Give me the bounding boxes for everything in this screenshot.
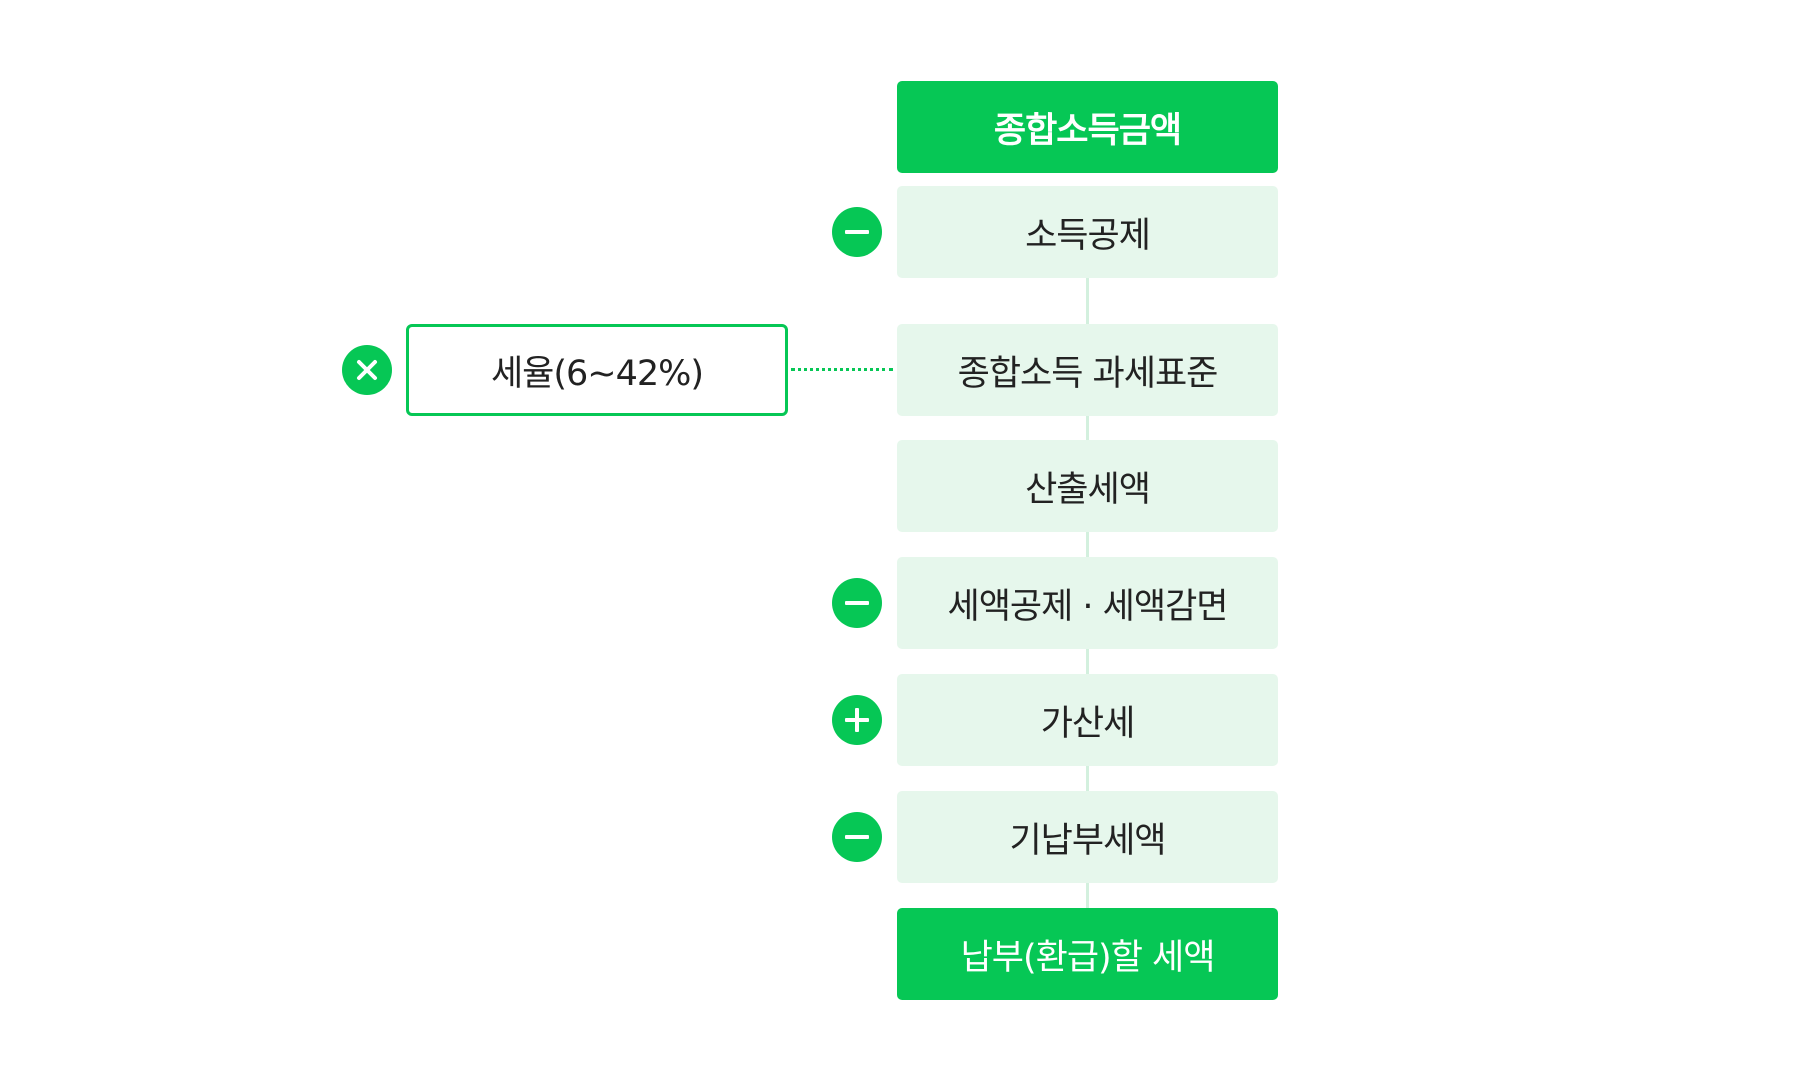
step-gross-income: 종합소득금액: [897, 81, 1278, 173]
step-tax-base: 종합소득 과세표준: [897, 324, 1278, 416]
plus-icon: [832, 695, 882, 745]
step-prepaid-tax: 기납부세액: [897, 791, 1278, 883]
step-calculated-tax: 산출세액: [897, 440, 1278, 532]
minus-icon: [832, 812, 882, 862]
step-additional-tax: 가산세: [897, 674, 1278, 766]
step-tax-payable-refund: 납부(환급)할 세액: [897, 908, 1278, 1000]
connector-line: [1086, 649, 1089, 674]
tax-rate-box: 세율(6~42%): [406, 324, 788, 416]
connector-line: [1086, 766, 1089, 791]
times-icon: [342, 345, 392, 395]
connector-line: [1086, 278, 1089, 324]
connector-line: [1086, 532, 1089, 557]
connector-line: [1086, 883, 1089, 908]
minus-icon: [832, 578, 882, 628]
step-tax-credit-reduction: 세액공제 · 세액감면: [897, 557, 1278, 649]
step-income-deduction: 소득공제: [897, 186, 1278, 278]
dotted-connector: [791, 368, 893, 371]
minus-icon: [832, 207, 882, 257]
connector-line: [1086, 416, 1089, 440]
